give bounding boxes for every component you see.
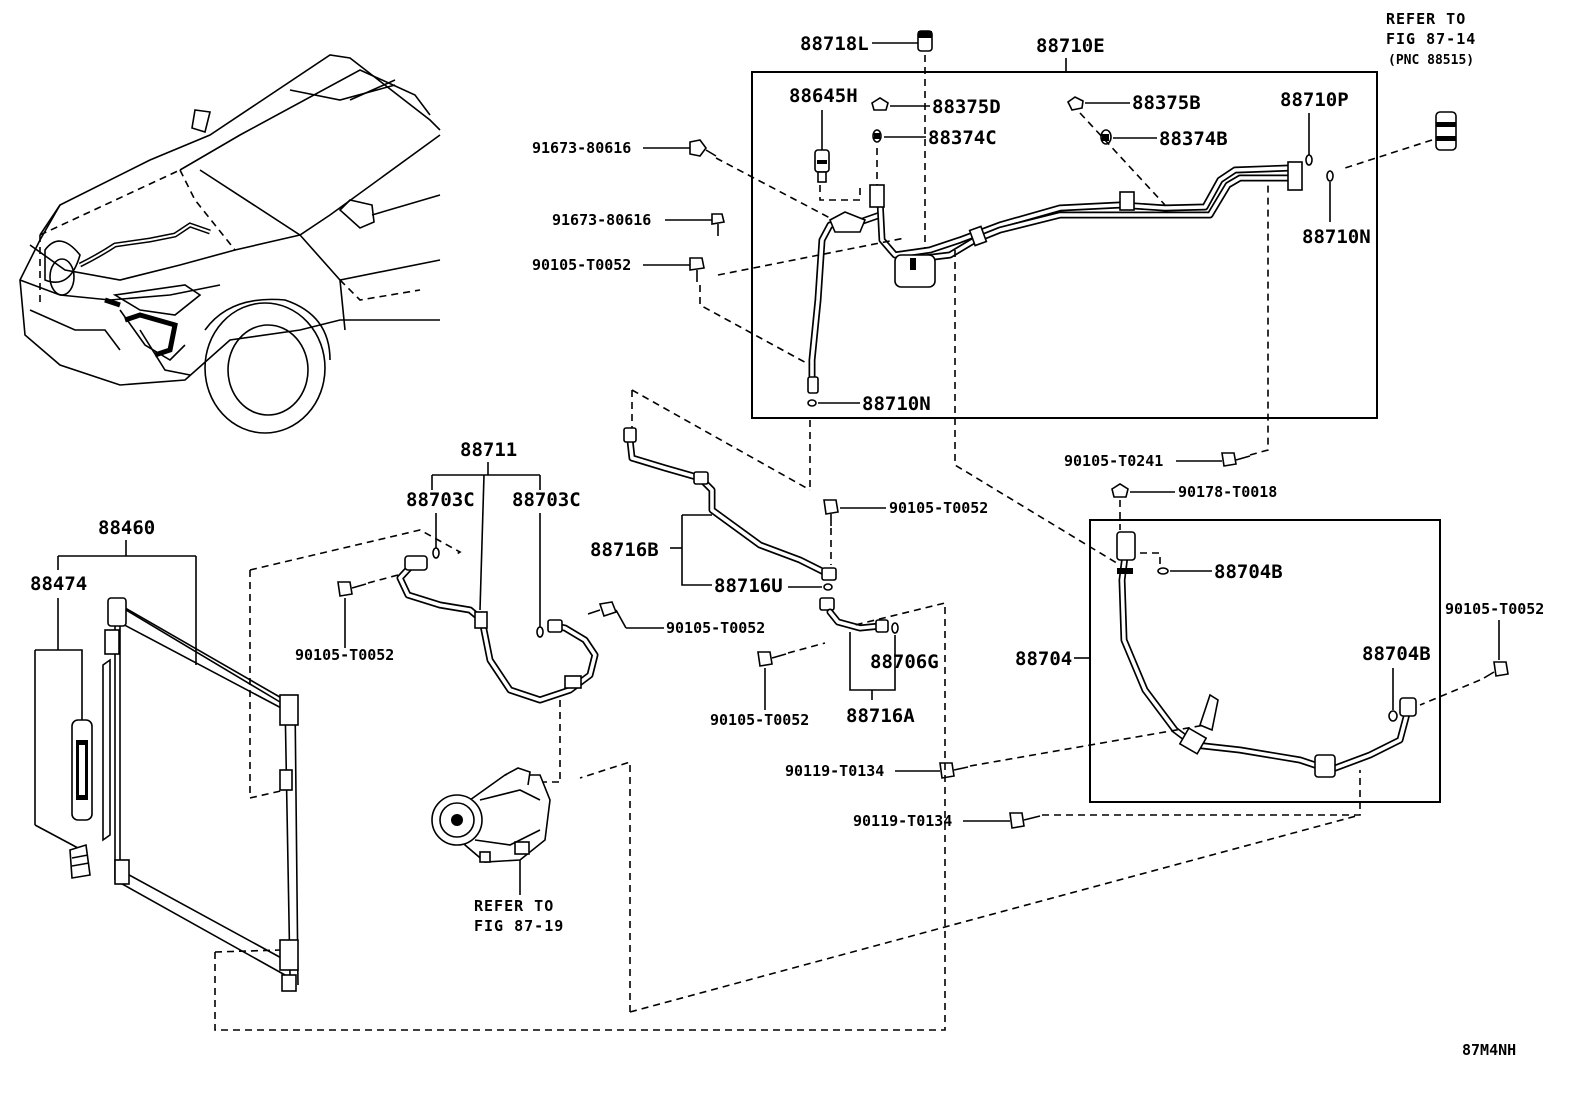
bolt-icon-90105-right [1483,661,1509,679]
label-90105-T0052-d[interactable]: 90105-T0052 [889,499,988,517]
label-88716A[interactable]: 88716A [846,705,915,727]
label-88704B-b[interactable]: 88704B [1362,643,1431,665]
label-88703C-b[interactable]: 88703C [512,489,581,511]
o-ring-icon-88710P [1305,154,1313,166]
o-ring-icon-88710N-bottom [807,399,817,407]
label-88706G[interactable]: 88706G [870,651,939,673]
liquid-tube-88716B [623,427,837,581]
condenser-group: 88460 88474 [30,517,1361,1031]
label-90105-T0052-c[interactable]: 90105-T0052 [666,619,765,637]
label-88710N-bottom[interactable]: 88710N [862,393,931,415]
refer-fig-87-14-note: REFER TO FIG 87-14 (PNC 88515) [1344,10,1476,169]
label-88374B[interactable]: 88374B [1159,128,1228,150]
group-box-88710E [751,71,1378,419]
o-ring-icon-88710N-top [1326,170,1334,182]
label-88645H[interactable]: 88645H [789,85,858,107]
label-88704B-a[interactable]: 88704B [1214,561,1283,583]
label-88375B[interactable]: 88375B [1132,92,1201,114]
o-ring-icon-88374C [872,129,882,143]
refer-line-3[interactable]: (PNC 88515) [1388,53,1474,68]
o-ring-icon-88704B-a [1157,567,1169,575]
label-90119-T0134-a[interactable]: 90119-T0134 [785,762,884,780]
bolt-icon-90119-b [1009,812,1041,829]
label-88703C-a[interactable]: 88703C [406,489,475,511]
label-91673-80616-b[interactable]: 91673-80616 [552,211,651,229]
refer-compressor-line-2[interactable]: FIG 87-19 [474,917,564,935]
cap-icon-88375D [871,97,889,111]
refer-compressor-line-1[interactable]: REFER TO [474,897,554,915]
pressure-switch-icon [814,149,830,183]
label-88474[interactable]: 88474 [30,573,87,595]
label-90178-T0018[interactable]: 90178-T0018 [1178,483,1277,501]
expansion-valve-icon [1435,111,1457,151]
label-88374C[interactable]: 88374C [928,127,997,149]
o-ring-icon-88716U [823,583,833,591]
liquid-tube-88716-group: 88716B 88716U 90105-T0052 88706G 88716A … [590,389,988,729]
tube-assembly-88710E-group: 88710E 88718L 88645H 88375D 88374C [532,30,1378,419]
label-88710P[interactable]: 88710P [1280,89,1349,111]
refer-line-1[interactable]: REFER TO [1386,10,1466,28]
bolt-icon-90105-c [587,601,618,618]
liquid-tube-88716A [819,597,889,633]
compressor-icon [431,767,551,863]
label-90119-T0134-b[interactable]: 90119-T0134 [853,812,952,830]
bolt-icon-90105-T0241 [1221,452,1237,467]
label-90105-T0241[interactable]: 90105-T0241 [1064,452,1163,470]
bolt-icon-90105-b [337,581,367,597]
label-88711[interactable]: 88711 [460,439,517,461]
label-90105-T0052-e[interactable]: 90105-T0052 [710,711,809,729]
label-88460[interactable]: 88460 [98,517,155,539]
bolt-icon-90119-a [939,762,969,779]
label-90105-T0052-a[interactable]: 90105-T0052 [532,256,631,274]
label-90105-T0052-b[interactable]: 90105-T0052 [295,646,394,664]
label-88375D[interactable]: 88375D [932,96,1001,118]
label-88716U[interactable]: 88716U [714,575,783,597]
group-box-88704 [1089,519,1441,803]
bolt-icon-90105-d [823,499,839,526]
bolt-90105-T0241: 90105-T0241 [1064,185,1269,470]
suction-hose-88704-group: 90178-T0018 88704B 88704B 88704 90105-T0… [785,483,1544,830]
discharge-tube [807,161,1303,394]
label-91673-80616-a[interactable]: 91673-80616 [532,139,631,157]
o-ring-icon-88703C-b [536,626,544,638]
suction-hose [1116,531,1417,778]
bolt-icon-91673-b [711,213,725,236]
bolt-icon-90105-a [689,257,705,282]
label-88704[interactable]: 88704 [1015,648,1072,670]
o-ring-icon-88703C-a [432,547,440,559]
vehicle-illustration [19,54,441,434]
o-ring-icon-88704B-b [1388,710,1398,722]
nut-icon-90178-T0018 [1111,483,1129,498]
bolt-icon-90105-e [757,651,787,667]
label-88710E[interactable]: 88710E [1036,35,1105,57]
figure-code[interactable]: 87M4NH [1462,1041,1516,1059]
service-valve-cap-icon [917,30,933,52]
receiver-dryer-icon [69,719,93,879]
label-90105-T0052-right[interactable]: 90105-T0052 [1445,600,1544,618]
label-88710N-top[interactable]: 88710N [1302,226,1371,248]
condenser-core-icon [102,597,299,992]
discharge-hose-88711-group: 88711 88703C 88703C 90105-T0052 [249,439,765,799]
compressor-group: REFER TO FIG 87-19 [431,767,564,935]
o-ring-icon-88706G [891,622,899,634]
label-88716B[interactable]: 88716B [590,539,659,561]
discharge-hose [396,555,599,704]
o-ring-icon-88374B [1100,129,1112,145]
bolt-icon-91673-a [689,139,717,157]
cap-icon-88375B [1066,96,1084,111]
refer-line-2[interactable]: FIG 87-14 [1386,30,1476,48]
label-88718L[interactable]: 88718L [800,33,869,55]
